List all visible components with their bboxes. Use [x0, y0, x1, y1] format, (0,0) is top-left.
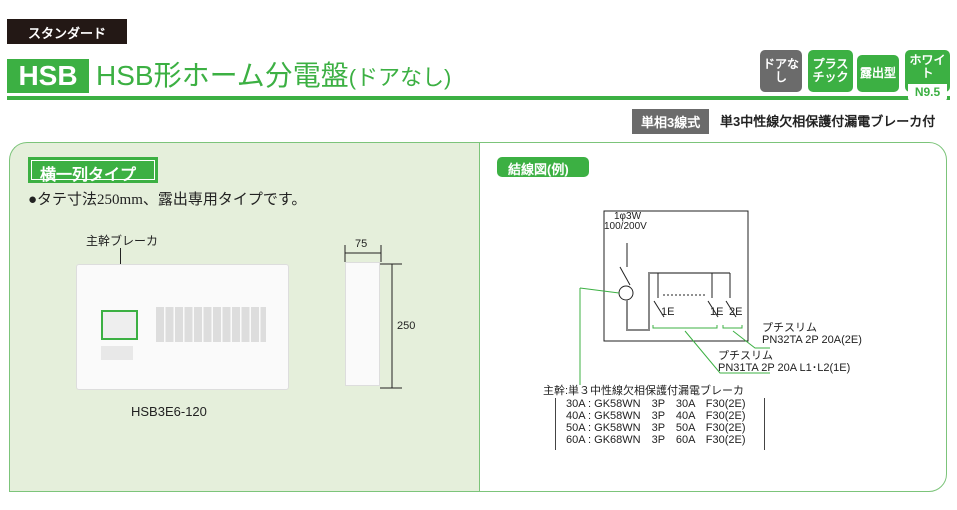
supply-phase: 1φ3W — [614, 211, 642, 222]
badge-color: ホワイト N9.5 — [905, 50, 950, 101]
dimension-lines — [344, 245, 402, 389]
breaker-spec: 単3中性線欠相保護付漏電ブレーカ付 — [720, 114, 936, 129]
badge-plastic-line1: プラス — [812, 57, 849, 71]
side-view-image — [345, 262, 380, 386]
warning-label — [101, 346, 133, 360]
badge-mount: 露出型 — [857, 55, 899, 92]
description: ●タテ寸法250mm、露出専用タイプです。 — [28, 192, 307, 208]
right-panel — [479, 142, 947, 492]
page-title: HSB形ホーム分電盤(ドアなし) — [96, 58, 451, 96]
panel-board-image — [76, 264, 289, 390]
circuit-2e: 2E — [729, 306, 743, 318]
series-badge: HSB — [7, 59, 89, 93]
main-breaker-label: 主幹ブレーカ — [86, 234, 159, 248]
pn31-model: PN31TA 2P 20A L1･L2(1E) — [718, 362, 851, 374]
diagram-label: 結線図(例) — [497, 157, 589, 177]
badge-plastic: プラスチック — [808, 50, 853, 92]
circuit-1e-b: 1E — [710, 306, 724, 318]
pn32-model: PN32TA 2P 20A(2E) — [762, 334, 862, 346]
pn32-name: プチスリム — [762, 322, 817, 334]
breaker-spec-row: 60A : GK68WN 3P 60A F30(2E) — [566, 434, 746, 446]
type-label: 横一列タイプ — [28, 157, 158, 184]
circuit-1e-a: 1E — [661, 306, 675, 318]
pn31-name: プチスリム — [718, 350, 773, 362]
breaker-spec-row: 30A : GK58WN 3P 30A F30(2E) — [566, 398, 746, 410]
title-suffix: (ドアなし) — [348, 65, 452, 90]
main-breaker-image — [101, 310, 138, 340]
main-breaker-spec-label: 主幹:単３中性線欠相保護付漏電ブレーカ — [543, 385, 745, 397]
supply-voltage: 100/200V — [604, 221, 647, 232]
branch-breakers-image — [156, 307, 266, 342]
breaker-spec-row: 50A : GK58WN 3P 50A F30(2E) — [566, 422, 746, 434]
badge-color-name: ホワイト — [909, 53, 946, 80]
title-rule — [7, 96, 950, 100]
phase-badge: 単相3線式 — [632, 109, 710, 134]
badge-plastic-line2: チック — [812, 70, 849, 84]
model-label: HSB3E6-120 — [131, 404, 207, 419]
badge-door: ドアなし — [760, 50, 802, 92]
badge-color-code: N9.5 — [908, 84, 947, 101]
depth-dimension: 75 — [355, 238, 368, 250]
wiring-diagram — [579, 210, 770, 385]
height-dimension: 250 — [397, 320, 416, 332]
category-label: スタンダード — [7, 19, 127, 44]
breaker-spec-row: 40A : GK58WN 3P 40A F30(2E) — [566, 410, 746, 422]
title-text: HSB形ホーム分電盤 — [96, 60, 349, 91]
breaker-spec-list: 30A : GK58WN 3P 30A F30(2E) 40A : GK58WN… — [555, 398, 765, 450]
